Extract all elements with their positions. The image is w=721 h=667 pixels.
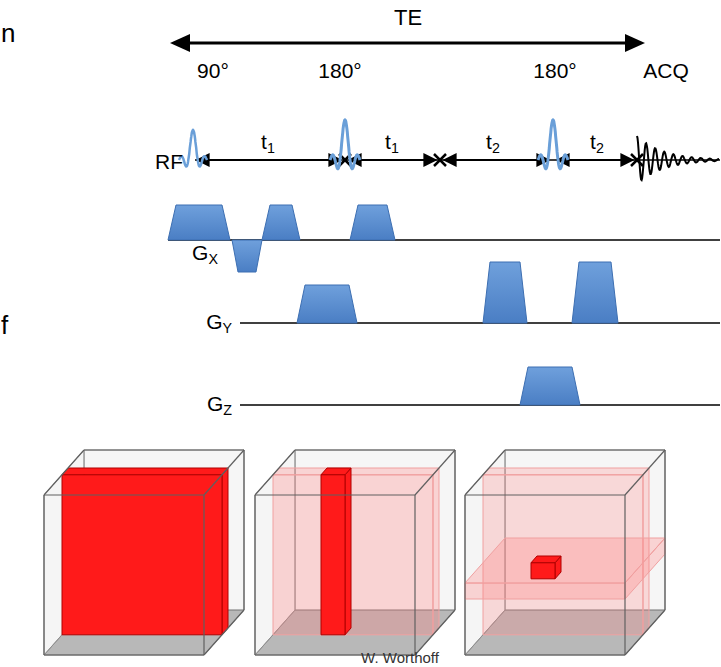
te-label: TE [394,7,422,29]
slice-cubes [44,450,665,655]
fid-signal [637,136,719,180]
rf-pulses [179,120,719,180]
cube-edge [625,450,665,495]
sinc-pulse [538,120,568,169]
gradient-label: GY [206,311,232,336]
cube-edge [254,495,255,655]
slab-face [273,468,439,475]
cube-edge [465,654,625,655]
slab-face [345,468,351,635]
cube-edge [255,450,295,495]
cube-edge [415,450,455,495]
slab-face [222,468,228,635]
cube-edge [464,495,465,655]
flip-angle: 90° [197,60,229,81]
cube-edge [505,449,665,450]
rf-axis [195,159,720,161]
cube-edge [295,449,455,450]
cube-edge [664,450,665,610]
time-label: t1 [385,131,399,156]
rf-label: RF [155,151,183,172]
acq-label: ACQ [643,60,689,81]
gz-axis [240,404,720,406]
author-watermark: W. Worthoff [361,650,439,665]
cube-edge [44,654,204,655]
slab-face [483,468,649,475]
cube-edge [454,450,455,610]
slab-face [433,468,439,635]
cube-edge [414,495,415,655]
slab-face [531,556,561,563]
slab-face [465,538,665,583]
time-label: t1 [261,131,275,156]
cube-edge [243,450,244,610]
gradient-label: GZ [207,393,232,418]
cube-edge [43,495,44,655]
flip-angle: 180° [318,60,361,81]
cube-edge [84,449,244,450]
cube-edge [624,495,625,655]
cube-edge [625,610,665,655]
flip-angle: 180° [533,60,576,81]
slab-face [321,475,345,635]
slab-face [531,563,555,579]
cube-edge [465,450,505,495]
time-label: t2 [590,131,604,156]
gradient-label: GX [192,242,218,267]
cube-edge [415,610,455,655]
sinc-pulse [330,120,360,169]
te-arrow [170,34,645,52]
cube-edge [204,610,244,655]
cube-edge [44,494,204,495]
slab-face [465,583,625,599]
time-label: t2 [486,131,500,156]
cut-off-text: f [1,312,8,338]
cube-edge [255,494,415,495]
slab-face [62,475,222,635]
cube-edge [204,450,244,495]
sinc-pulse [179,130,207,167]
cube-edge [465,494,625,495]
slab-face [273,475,433,635]
cut-off-text: n [1,20,15,46]
slab-face [62,468,228,475]
cube-edge [44,450,84,495]
gradient-lobes [168,205,618,405]
cube-edge [203,495,204,655]
slab-face [321,468,351,475]
